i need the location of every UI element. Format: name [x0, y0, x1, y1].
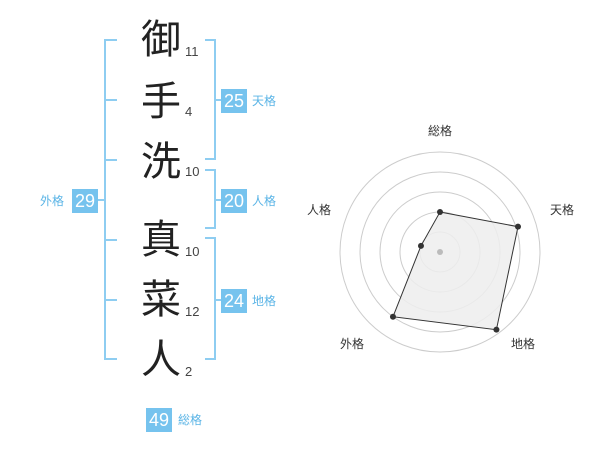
chikaku-badge: 24	[221, 289, 247, 313]
stroke-count-4: 10	[185, 244, 200, 259]
name-char-3: 洗	[141, 139, 181, 185]
radar-label-chikaku: 地格	[511, 337, 536, 351]
stroke-count-6: 2	[185, 364, 193, 379]
name-char-1: 御	[141, 17, 181, 63]
stroke-count-5: 12	[185, 304, 200, 319]
name-char-5: 菜	[141, 277, 181, 323]
stroke-count-1: 11	[185, 44, 199, 59]
radar-points	[389, 209, 521, 333]
tenkaku-badge: 25	[221, 89, 247, 113]
radar-point-gaikaku	[389, 313, 396, 320]
chikaku-bracket	[205, 237, 216, 360]
chikaku-label: 地格	[252, 294, 277, 308]
name-char-2: 手	[141, 79, 181, 125]
radar-point-chikaku	[493, 326, 500, 333]
radar-ring-2	[359, 171, 521, 333]
gaikaku-badge: 29	[72, 189, 98, 213]
stroke-count-2: 4	[185, 104, 193, 119]
radar-label-soukaku: 総格	[428, 124, 453, 138]
tenkaku-label: 天格	[252, 94, 277, 108]
name-char-6: 人	[141, 337, 181, 383]
radar-point-jinkaku	[417, 242, 424, 249]
soukaku-label: 総格	[178, 413, 203, 427]
radar-point-tenkaku	[514, 223, 521, 230]
radar-point-soukaku	[437, 209, 443, 215]
radar-label-jinkaku: 人格	[307, 203, 332, 217]
soukaku-badge: 49	[146, 408, 172, 432]
radar-center-dot	[437, 249, 443, 255]
radar-polygon	[392, 211, 519, 331]
gaikaku-label: 外格	[40, 194, 65, 208]
jinkaku-badge: 20	[221, 189, 247, 213]
radar-label-gaikaku: 外格	[340, 337, 365, 351]
name-char-4: 真	[141, 217, 181, 263]
stroke-count-3: 10	[185, 164, 200, 179]
jinkaku-label: 人格	[252, 194, 277, 208]
radar-label-tenkaku: 天格	[550, 203, 575, 217]
